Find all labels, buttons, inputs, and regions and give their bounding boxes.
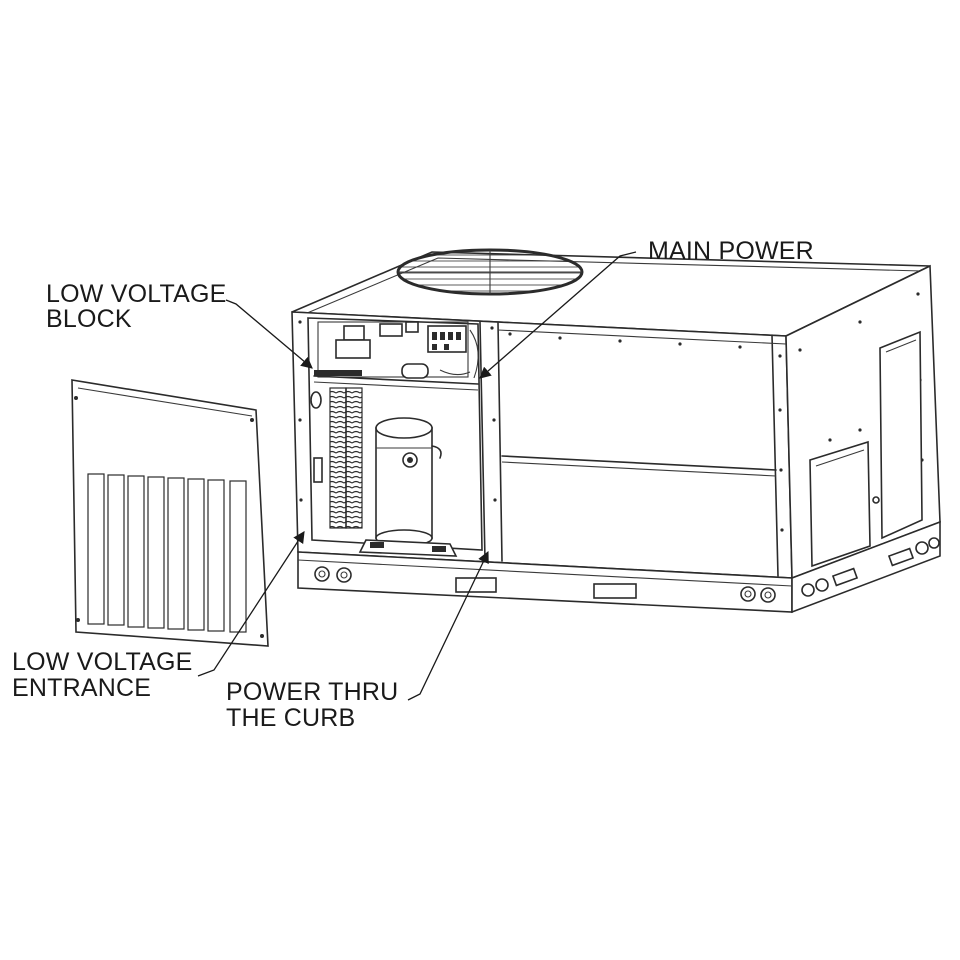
- leader-power-thru-curb: [407, 550, 489, 701]
- compressor: [375, 417, 442, 547]
- leader-main-power: [479, 251, 637, 379]
- leader-low-voltage-entrance: [197, 531, 305, 677]
- base-rail: [297, 520, 941, 614]
- callout-labels: LOW VOLTAGE BLOCK MAIN POWER LOW VOLTAGE…: [12, 237, 814, 732]
- open-compartment: [307, 317, 483, 557]
- label-power-thru-curb-line1: POWER THRU: [226, 678, 398, 706]
- removed-access-panel: [71, 379, 269, 647]
- label-low-voltage-block-line1: LOW VOLTAGE: [46, 280, 226, 308]
- side-access-panels: [809, 330, 923, 568]
- label-low-voltage-entrance-line2: ENTRANCE: [12, 674, 151, 702]
- condenser-fan: [396, 248, 584, 296]
- callout-leaders: [197, 251, 637, 701]
- label-main-power: MAIN POWER: [648, 237, 814, 265]
- label-low-voltage-entrance-line1: LOW VOLTAGE: [12, 648, 192, 676]
- label-power-thru-curb-line2: THE CURB: [226, 704, 355, 732]
- label-low-voltage-block-line2: BLOCK: [46, 305, 132, 333]
- louver-grille: [87, 473, 247, 633]
- leader-low-voltage-block: [225, 299, 313, 369]
